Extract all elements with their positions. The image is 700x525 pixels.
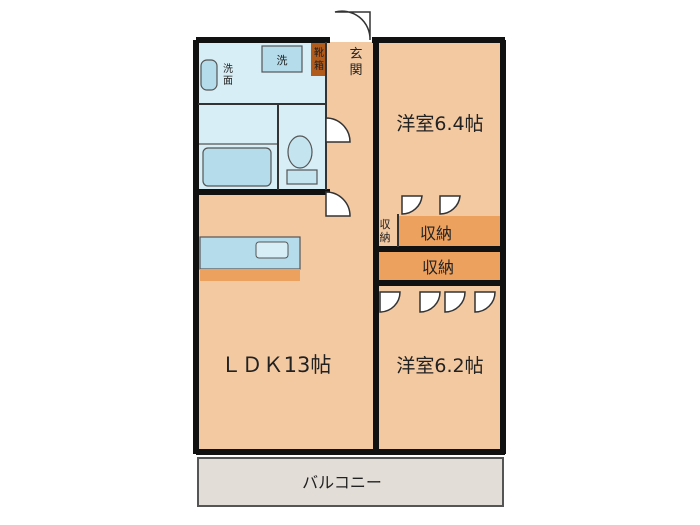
shoe-box-label-2: 箱	[314, 59, 324, 72]
western-room-1-area	[375, 42, 503, 247]
small-storage	[375, 214, 398, 247]
western-room-2-area	[375, 284, 503, 452]
washing-machine	[261, 45, 303, 73]
shoe-box-label-1: 靴	[314, 46, 324, 59]
closet-upper	[398, 216, 501, 246]
closet-lower	[377, 252, 501, 282]
inner-walls	[198, 42, 399, 247]
balcony-area	[197, 457, 504, 507]
western-room-1-label: 洋室6.4帖	[396, 113, 483, 135]
small-storage-label-2: 納	[380, 231, 391, 244]
washer-label: 洗	[277, 54, 288, 67]
washbasin	[200, 59, 218, 91]
walls	[193, 37, 506, 455]
closet-upper-label: 収納	[420, 224, 452, 243]
toilet-bowl	[287, 135, 313, 169]
bathtub	[202, 147, 272, 187]
kitchen-front	[200, 269, 300, 281]
ldk-label: ＬＤＫ13帖	[221, 353, 332, 377]
senmen-label-2: 面	[223, 76, 233, 87]
genkan-label-2: 関	[349, 63, 362, 78]
shoe-box	[311, 42, 327, 76]
balcony-label: バルコニー	[302, 473, 382, 492]
genkan-label-1: 玄	[349, 47, 362, 62]
western-room-2-label: 洋室6.2帖	[396, 355, 483, 377]
small-storage-label-1: 収	[380, 218, 391, 231]
senmen-label-1: 洗	[223, 63, 233, 75]
kitchen-sink	[255, 241, 289, 259]
door-swings	[325, 10, 496, 313]
closet-lower-label: 収納	[422, 258, 454, 277]
toilet-tank	[286, 169, 318, 185]
